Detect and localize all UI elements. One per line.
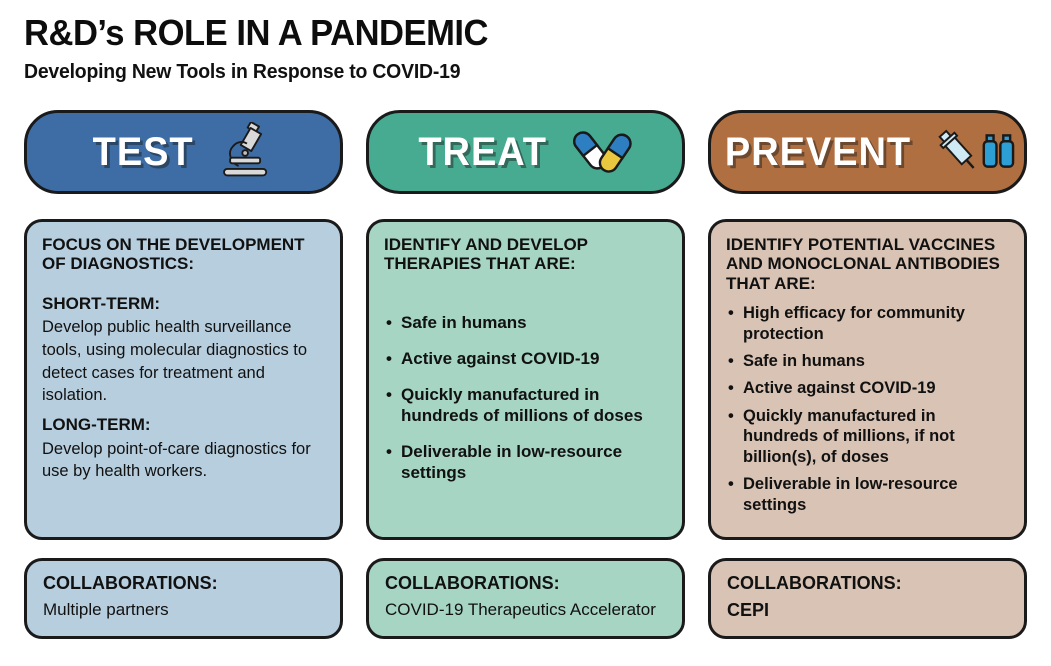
section-label: LONG-TERM: bbox=[42, 415, 151, 435]
header-title-treat: TREAT bbox=[418, 129, 547, 174]
section-long-term: LONG-TERM: Develop point-of-care diagnos… bbox=[42, 415, 325, 483]
bullet-item: Quickly manufactured in hundreds of mill… bbox=[726, 406, 1009, 467]
content-box-prevent: IDENTIFY POTENTIAL VACCINES AND MONOCLON… bbox=[708, 219, 1027, 540]
header-title-prevent: PREVENT bbox=[724, 129, 911, 174]
bullet-item: Active against COVID-19 bbox=[726, 378, 1009, 399]
collaborations-text: COVID-19 Therapeutics Accelerator bbox=[385, 599, 656, 619]
section-label: SHORT-TERM: bbox=[42, 293, 161, 313]
bullet-item: Active against COVID-19 bbox=[384, 348, 667, 369]
pills-icon bbox=[570, 124, 636, 180]
content-heading-prevent: IDENTIFY POTENTIAL VACCINES AND MONOCLON… bbox=[726, 235, 1000, 293]
collaborations-text: CEPI bbox=[727, 599, 770, 620]
header-pill-test: TEST bbox=[24, 110, 343, 194]
section-short-term: SHORT-TERM: Develop public health survei… bbox=[42, 294, 325, 407]
header-pill-prevent: PREVENT bbox=[708, 110, 1027, 194]
column-treat: TREAT IDENTIFY AND DEVELO bbox=[366, 110, 685, 639]
collaborations-label: COLLABORATIONS: bbox=[43, 573, 218, 593]
syringe-vials-icon bbox=[935, 125, 1015, 179]
page-subtitle: Developing New Tools in Response to COVI… bbox=[24, 61, 461, 83]
infographic: R&D’s ROLE IN A PANDEMIC Developing New … bbox=[0, 0, 1051, 639]
bullet-item: High efficacy for community protection bbox=[726, 303, 1009, 344]
section-text: Develop public health surveillance tools… bbox=[42, 318, 308, 405]
column-prevent: PREVENT bbox=[708, 110, 1027, 639]
content-box-treat: IDENTIFY AND DEVELOP THERAPIES THAT ARE:… bbox=[366, 219, 685, 540]
bullet-item: Deliverable in low-resource settings bbox=[726, 474, 1009, 515]
content-box-test: FOCUS ON THE DEVELOPMENT OF DIAGNOSTICS:… bbox=[24, 219, 343, 540]
content-heading-test: FOCUS ON THE DEVELOPMENT OF DIAGNOSTICS: bbox=[42, 235, 305, 274]
microscope-icon bbox=[217, 122, 277, 182]
header-title-test: TEST bbox=[93, 129, 194, 174]
collaborations-box-treat: COLLABORATIONS: COVID-19 Therapeutics Ac… bbox=[366, 558, 685, 639]
bullet-item: Safe in humans bbox=[726, 351, 1009, 372]
column-test: TEST FOCUS ON THE DEV bbox=[24, 110, 343, 639]
prevent-bullet-list: High efficacy for community protection S… bbox=[726, 303, 1009, 515]
header-pill-treat: TREAT bbox=[366, 110, 685, 194]
collaborations-text: Multiple partners bbox=[43, 599, 169, 619]
page-title: R&D’s ROLE IN A PANDEMIC bbox=[24, 12, 489, 53]
bullet-item: Deliverable in low-resource settings bbox=[384, 441, 667, 483]
content-heading-treat: IDENTIFY AND DEVELOP THERAPIES THAT ARE: bbox=[384, 235, 588, 274]
collaborations-box-prevent: COLLABORATIONS: CEPI bbox=[708, 558, 1027, 639]
treat-bullet-list: Safe in humans Active against COVID-19 Q… bbox=[384, 312, 667, 483]
columns-grid: TEST FOCUS ON THE DEV bbox=[24, 110, 1027, 639]
bullet-item: Quickly manufactured in hundreds of mill… bbox=[384, 384, 667, 426]
collaborations-label: COLLABORATIONS: bbox=[727, 573, 902, 593]
collaborations-label: COLLABORATIONS: bbox=[385, 573, 560, 593]
section-text: Develop point-of-care diagnostics for us… bbox=[42, 439, 311, 481]
bullet-item: Safe in humans bbox=[384, 312, 667, 333]
collaborations-box-test: COLLABORATIONS: Multiple partners bbox=[24, 558, 343, 639]
